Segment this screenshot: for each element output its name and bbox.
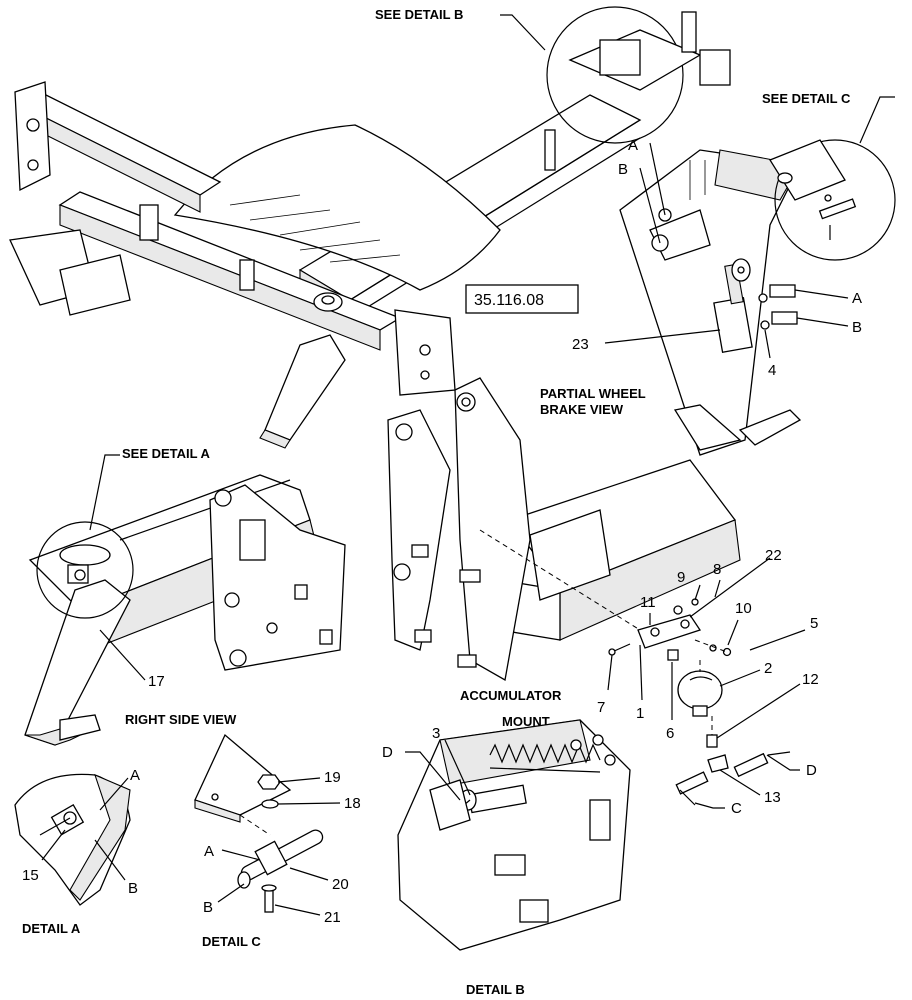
callout-23: 23 <box>572 336 589 353</box>
callout-brake-B-right: B <box>852 319 862 336</box>
detail-c-marker-circle <box>774 139 896 261</box>
callout-10: 10 <box>735 600 752 617</box>
see-detail-c-label: SEE DETAIL C <box>762 91 851 106</box>
detail-b-marker-circle <box>546 6 684 144</box>
callout-12: 12 <box>802 671 819 688</box>
callout-22: 22 <box>765 547 782 564</box>
callout-brake-A-right: A <box>852 290 862 307</box>
detail-a-marker-circle <box>36 521 134 619</box>
callout-19: 19 <box>324 769 341 786</box>
detail-c-caption: DETAIL C <box>202 934 261 949</box>
callout-20: 20 <box>332 876 349 893</box>
leader-7 <box>607 654 613 691</box>
detail-c-marker-hardware <box>769 139 857 240</box>
leader-20 <box>289 867 329 881</box>
leader-5 <box>749 629 806 651</box>
callout-D-right: D <box>806 762 817 779</box>
leader-13 <box>719 769 761 796</box>
main-frame-assembly <box>9 81 642 449</box>
callout-4: 4 <box>768 362 776 379</box>
detail-a-view <box>14 773 131 906</box>
callout-5: 5 <box>810 615 818 632</box>
callout-D-left: D <box>382 744 393 761</box>
leader-brake-B-right <box>796 317 849 327</box>
leader-brake-A-right <box>794 289 849 299</box>
leader-19 <box>277 777 321 783</box>
leader-2 <box>719 669 761 687</box>
detail-a-marker-hardware <box>59 544 111 584</box>
leader-1 <box>639 644 643 701</box>
detail-b-view <box>397 719 631 951</box>
leader-21 <box>274 904 321 916</box>
right-side-view-caption: RIGHT SIDE VIEW <box>125 712 237 727</box>
callout-7: 7 <box>597 699 605 716</box>
reference-code: 35.116.08 <box>474 292 544 309</box>
callout-6: 6 <box>666 725 674 742</box>
callout-detC-B: B <box>203 899 213 916</box>
callout-brake-B-top: B <box>618 161 628 178</box>
leader-4 <box>764 329 771 359</box>
callout-3: 3 <box>432 725 440 742</box>
callout-C-right: C <box>731 800 742 817</box>
leader-12 <box>716 683 801 739</box>
leader-D-right <box>766 754 800 771</box>
see-detail-a-label: SEE DETAIL A <box>122 446 210 461</box>
leader-brake-B-top <box>639 167 661 244</box>
callout-detC-A: A <box>204 843 214 860</box>
callout-2: 2 <box>764 660 772 677</box>
leader-3 <box>444 739 471 796</box>
leader-17 <box>99 629 146 681</box>
callout-18: 18 <box>344 795 361 812</box>
partial-wheel-brake-caption-2: BRAKE VIEW <box>540 402 624 417</box>
callout-11: 11 <box>640 594 656 611</box>
partial-wheel-brake-caption-1: PARTIAL WHEEL <box>540 386 646 401</box>
leader-detC-B <box>217 883 245 903</box>
leader-23 <box>604 329 721 344</box>
leader-8 <box>714 579 721 598</box>
callout-brake-A-top: A <box>628 137 638 154</box>
accumulator-caption-2: MOUNT <box>502 714 550 729</box>
callout-15: 15 <box>22 867 39 884</box>
detail-c-view <box>194 733 324 913</box>
see-detail-a-leader <box>89 454 120 531</box>
callout-detA-A: A <box>130 767 140 784</box>
leader-22 <box>689 557 771 618</box>
leader-D-left <box>405 751 461 801</box>
detail-b-top-hardware <box>568 11 731 91</box>
leader-detC-A <box>221 849 261 861</box>
spring <box>489 743 601 773</box>
callout-21: 21 <box>324 909 341 926</box>
callout-13: 13 <box>764 789 781 806</box>
right-side-view <box>24 474 346 746</box>
see-detail-c-leader <box>859 96 895 144</box>
see-detail-b-label: SEE DETAIL B <box>375 7 463 22</box>
callout-17: 17 <box>148 673 165 690</box>
leader-18 <box>277 802 341 805</box>
accumulator-caption-1: ACCUMULATOR <box>460 688 562 703</box>
leader-brake-A-top <box>649 142 666 216</box>
leader-detA-A <box>99 777 129 811</box>
leader-15 <box>41 829 66 861</box>
callout-8: 8 <box>713 561 721 578</box>
leader-detA-B <box>94 839 126 881</box>
leader-10 <box>727 619 739 646</box>
callout-9: 9 <box>677 569 685 586</box>
callout-1: 1 <box>636 705 644 722</box>
see-detail-b-leader <box>500 14 546 51</box>
detail-b-caption: DETAIL B <box>466 982 525 997</box>
reference-code-box <box>465 284 579 314</box>
leader-C-right <box>694 802 725 809</box>
center-upright-frame <box>387 377 741 682</box>
leader-9 <box>694 584 701 601</box>
callout-detA-B: B <box>128 880 138 897</box>
detail-a-caption: DETAIL A <box>22 921 81 936</box>
accumulator-exploded-parts <box>608 598 791 806</box>
